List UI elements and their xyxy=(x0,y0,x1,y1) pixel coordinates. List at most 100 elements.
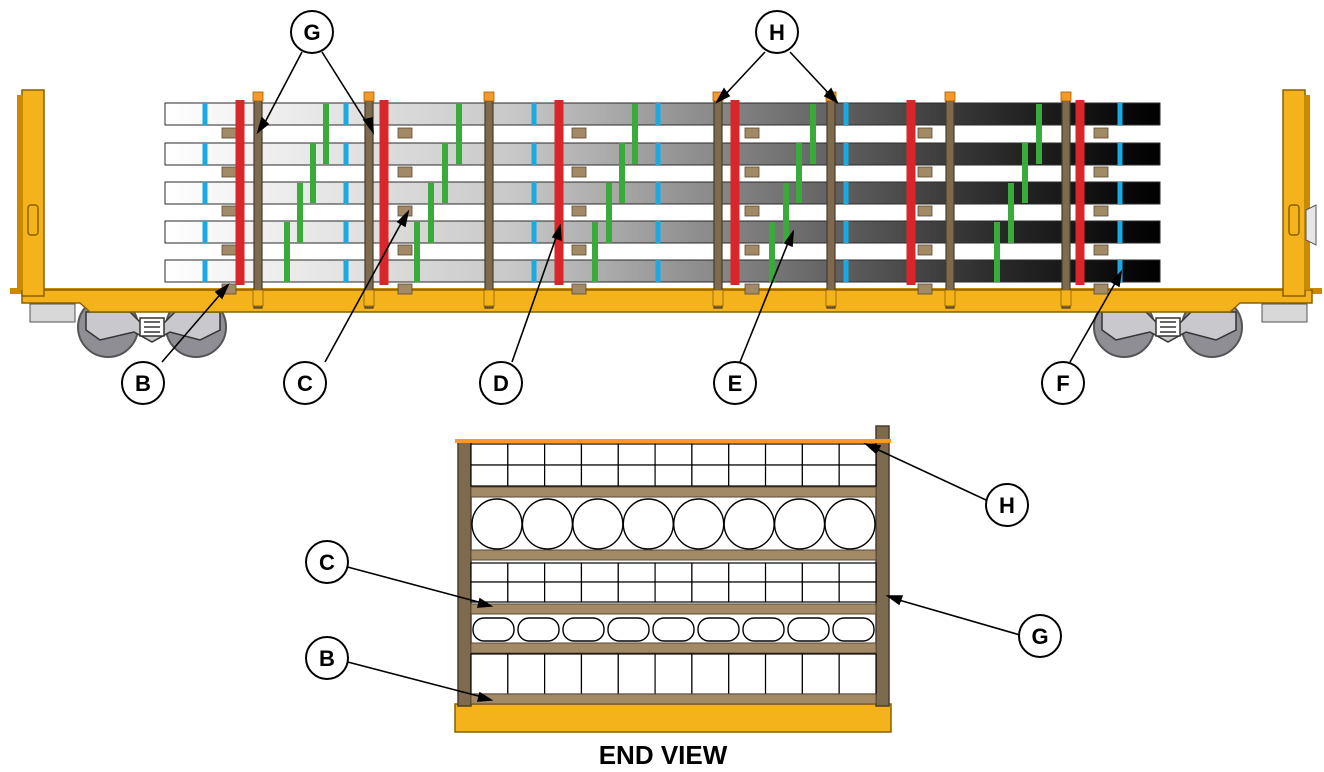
end-tier-box xyxy=(838,464,877,487)
green-strap xyxy=(442,143,448,203)
green-strap xyxy=(796,143,802,203)
blue-strap-segment xyxy=(531,143,537,165)
end-tier-box xyxy=(470,581,509,603)
callout-d-side: D xyxy=(479,361,523,405)
stake xyxy=(826,95,836,309)
end-tier-box xyxy=(838,653,877,695)
end-tier-box xyxy=(617,562,656,583)
end-tier-box xyxy=(764,581,803,603)
end-tier-box xyxy=(470,653,509,695)
dunnage-block xyxy=(221,127,237,139)
green-strap xyxy=(1008,183,1014,243)
end-tier-box xyxy=(691,443,730,466)
end-tier-box xyxy=(580,562,619,583)
red-strap xyxy=(554,100,564,285)
blue-strap-segment xyxy=(343,260,349,282)
red-strap xyxy=(906,100,916,285)
callout-g-top: G xyxy=(290,10,334,54)
blue-strap-segment xyxy=(531,182,537,204)
blue-strap-segment xyxy=(655,103,661,125)
blue-strap-segment xyxy=(202,182,208,204)
lumber-row xyxy=(164,102,1161,126)
green-strap xyxy=(592,222,598,282)
dunnage-block xyxy=(397,283,413,295)
stake-pocket xyxy=(363,289,375,307)
callout-h-end: H xyxy=(985,483,1029,527)
callout-label: B xyxy=(135,371,151,396)
dunnage-block xyxy=(221,205,237,217)
end-dunnage-bar xyxy=(470,603,877,615)
end-tier-box xyxy=(801,581,840,603)
end-tier-box xyxy=(764,562,803,583)
end-view-title: END VIEW xyxy=(599,740,728,770)
dunnage-block xyxy=(571,166,587,178)
red-straps xyxy=(235,100,1085,285)
green-strap xyxy=(456,104,462,164)
dunnage-block xyxy=(1093,205,1109,217)
end-tier-box xyxy=(617,443,656,466)
stake xyxy=(1061,95,1071,309)
stake xyxy=(945,95,955,309)
green-strap xyxy=(769,222,775,282)
dunnage-block xyxy=(571,205,587,217)
blue-straps xyxy=(202,103,1123,282)
end-tier-pipe xyxy=(521,498,574,550)
stake xyxy=(484,95,494,309)
green-strap xyxy=(1036,104,1042,164)
callout-label: H xyxy=(999,493,1015,518)
blue-strap-segment xyxy=(655,182,661,204)
callout-label: F xyxy=(1056,371,1069,396)
green-straps xyxy=(284,104,1042,282)
red-strap xyxy=(730,100,740,285)
callout-label: D xyxy=(493,371,509,396)
end-tier-box xyxy=(764,464,803,487)
end-tier-box xyxy=(728,562,767,583)
green-strap xyxy=(994,222,1000,282)
end-tier-box xyxy=(838,562,877,583)
blue-strap-segment xyxy=(655,221,661,243)
stake-band-cap xyxy=(363,91,375,102)
callout-c-side: C xyxy=(283,361,327,405)
end-tier-box xyxy=(764,443,803,466)
side-view: G H B C D E F xyxy=(10,10,1322,405)
end-leader-lines xyxy=(339,442,1021,702)
blue-strap-segment xyxy=(655,260,661,282)
stake-pocket xyxy=(712,289,724,307)
green-strap xyxy=(632,104,638,164)
end-tier-box xyxy=(654,581,693,603)
end-tier-box xyxy=(838,581,877,603)
end-view: H C G B END VIEW xyxy=(305,425,1062,770)
end-dunnage-bar xyxy=(470,549,877,561)
stake-pocket xyxy=(252,289,264,307)
blue-strap-segment xyxy=(655,143,661,165)
callout-e-side: E xyxy=(713,361,757,405)
end-tier-box xyxy=(691,653,730,695)
end-tier-box xyxy=(470,443,509,466)
callout-label: C xyxy=(297,371,313,396)
end-tier-box xyxy=(691,581,730,603)
end-tier-box xyxy=(580,443,619,466)
green-strap xyxy=(810,104,816,164)
green-strap xyxy=(783,183,789,243)
blue-strap-segment xyxy=(1117,103,1123,125)
blue-strap-segment xyxy=(843,260,849,282)
end-view-stake-right xyxy=(875,425,890,707)
end-tier-box xyxy=(507,562,546,583)
dunnage-block xyxy=(917,283,933,295)
end-tier-box xyxy=(580,464,619,487)
stakes xyxy=(252,91,1072,309)
car-deck xyxy=(21,289,1313,313)
end-tier-box xyxy=(654,443,693,466)
end-tier-box xyxy=(728,464,767,487)
red-strap xyxy=(379,100,389,285)
callout-label: B xyxy=(319,646,335,671)
blue-strap-segment xyxy=(202,143,208,165)
end-view-stake-left xyxy=(457,439,472,707)
end-view-load-tiers xyxy=(470,443,877,705)
end-tier-pipe xyxy=(824,498,876,550)
end-tier-box xyxy=(728,443,767,466)
side-leader-lines xyxy=(161,51,1123,363)
dunnage-block xyxy=(397,166,413,178)
stake xyxy=(713,95,723,309)
end-tier-box xyxy=(580,653,619,695)
